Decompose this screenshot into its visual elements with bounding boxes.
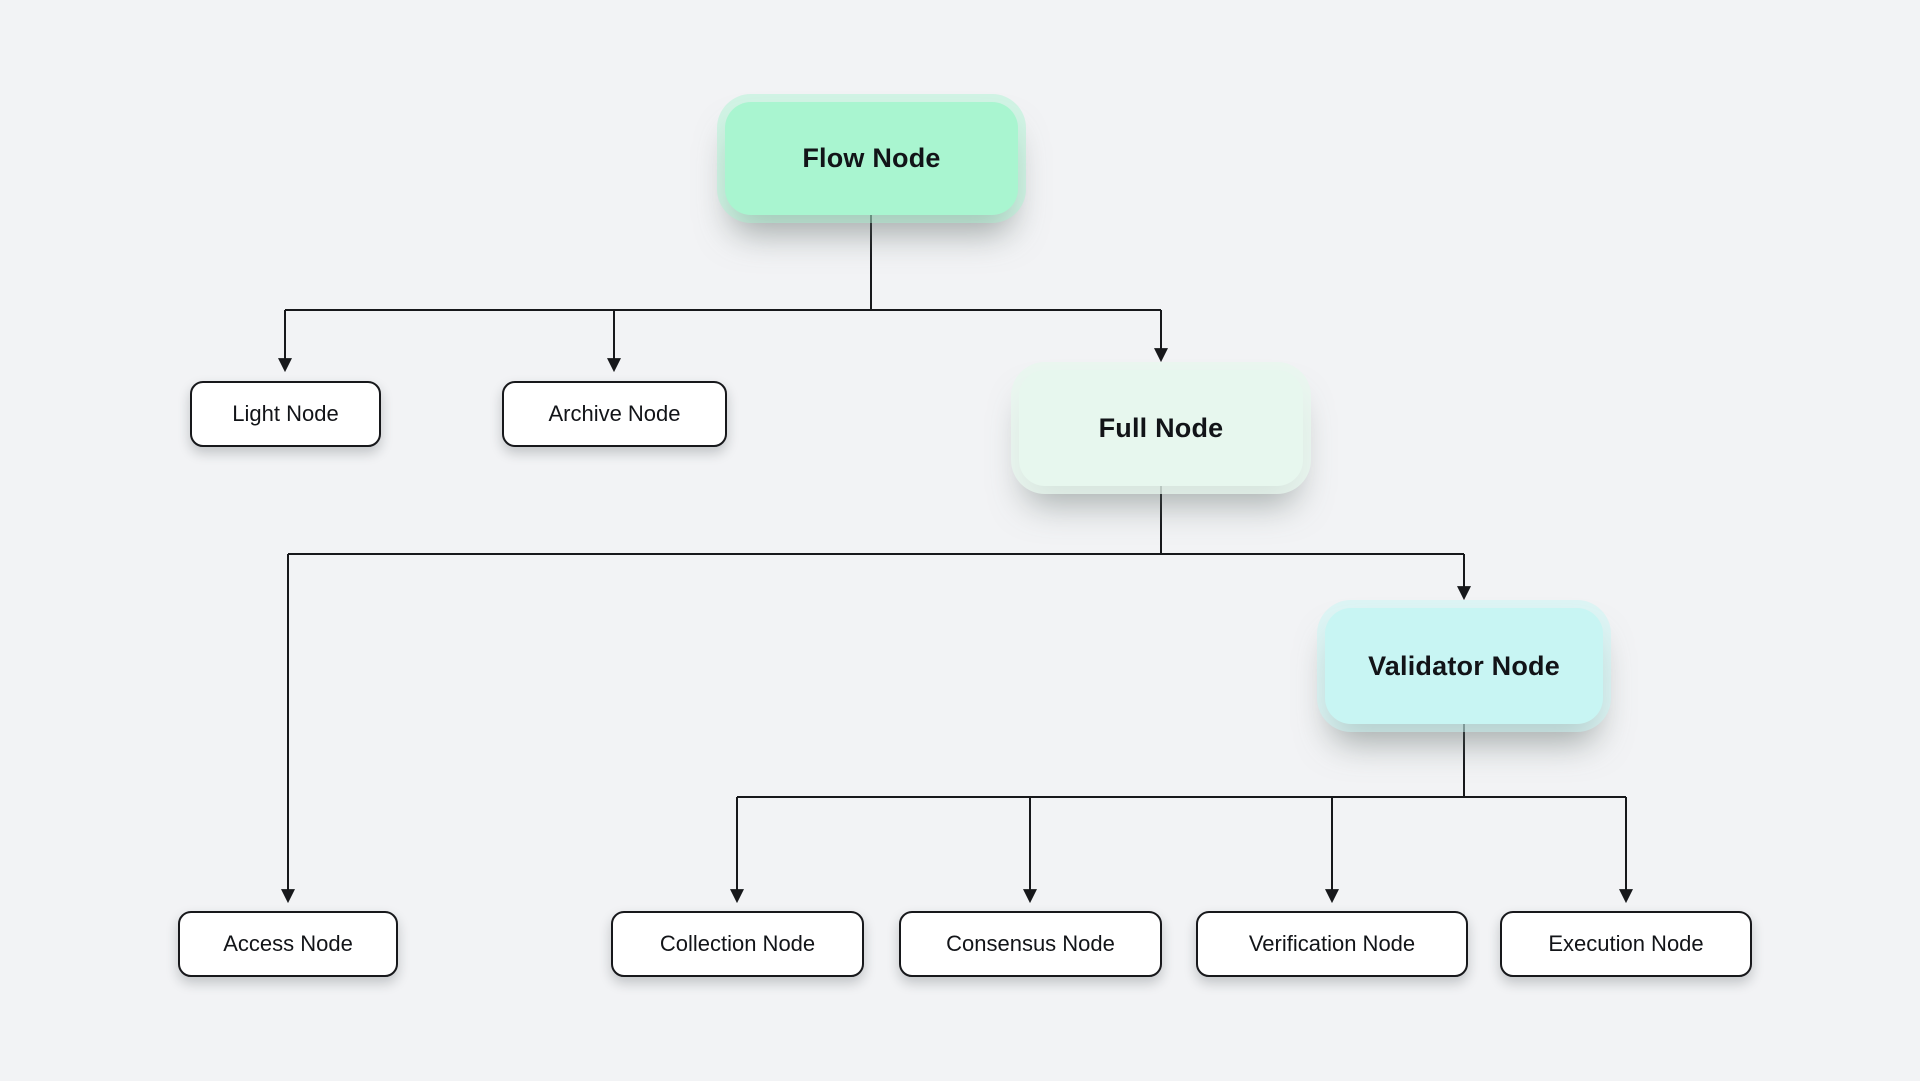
node-execution-label: Execution Node <box>1548 931 1704 956</box>
node-full: Full Node <box>1019 370 1303 486</box>
node-verification: Verification Node <box>1196 911 1468 977</box>
node-light-label: Light Node <box>232 401 339 426</box>
node-access: Access Node <box>178 911 398 977</box>
node-collection-label: Collection Node <box>659 931 816 956</box>
node-verification-label: Verification Node <box>1248 931 1416 956</box>
node-execution: Execution Node <box>1500 911 1752 977</box>
node-validator-label: Validator Node <box>1368 650 1560 681</box>
node-flow-label: Flow Node <box>802 143 941 173</box>
node-validator: Validator Node <box>1325 608 1603 724</box>
node-full-label: Full Node <box>1098 412 1224 443</box>
node-archive-label: Archive Node <box>548 401 681 426</box>
node-consensus-label: Consensus Node <box>946 931 1115 956</box>
node-consensus: Consensus Node <box>899 911 1162 977</box>
node-light: Light Node <box>190 381 381 447</box>
node-flow: Flow Node <box>725 102 1018 215</box>
node-archive: Archive Node <box>502 381 727 447</box>
node-collection: Collection Node <box>611 911 864 977</box>
node-access-label: Access Node <box>223 931 353 956</box>
